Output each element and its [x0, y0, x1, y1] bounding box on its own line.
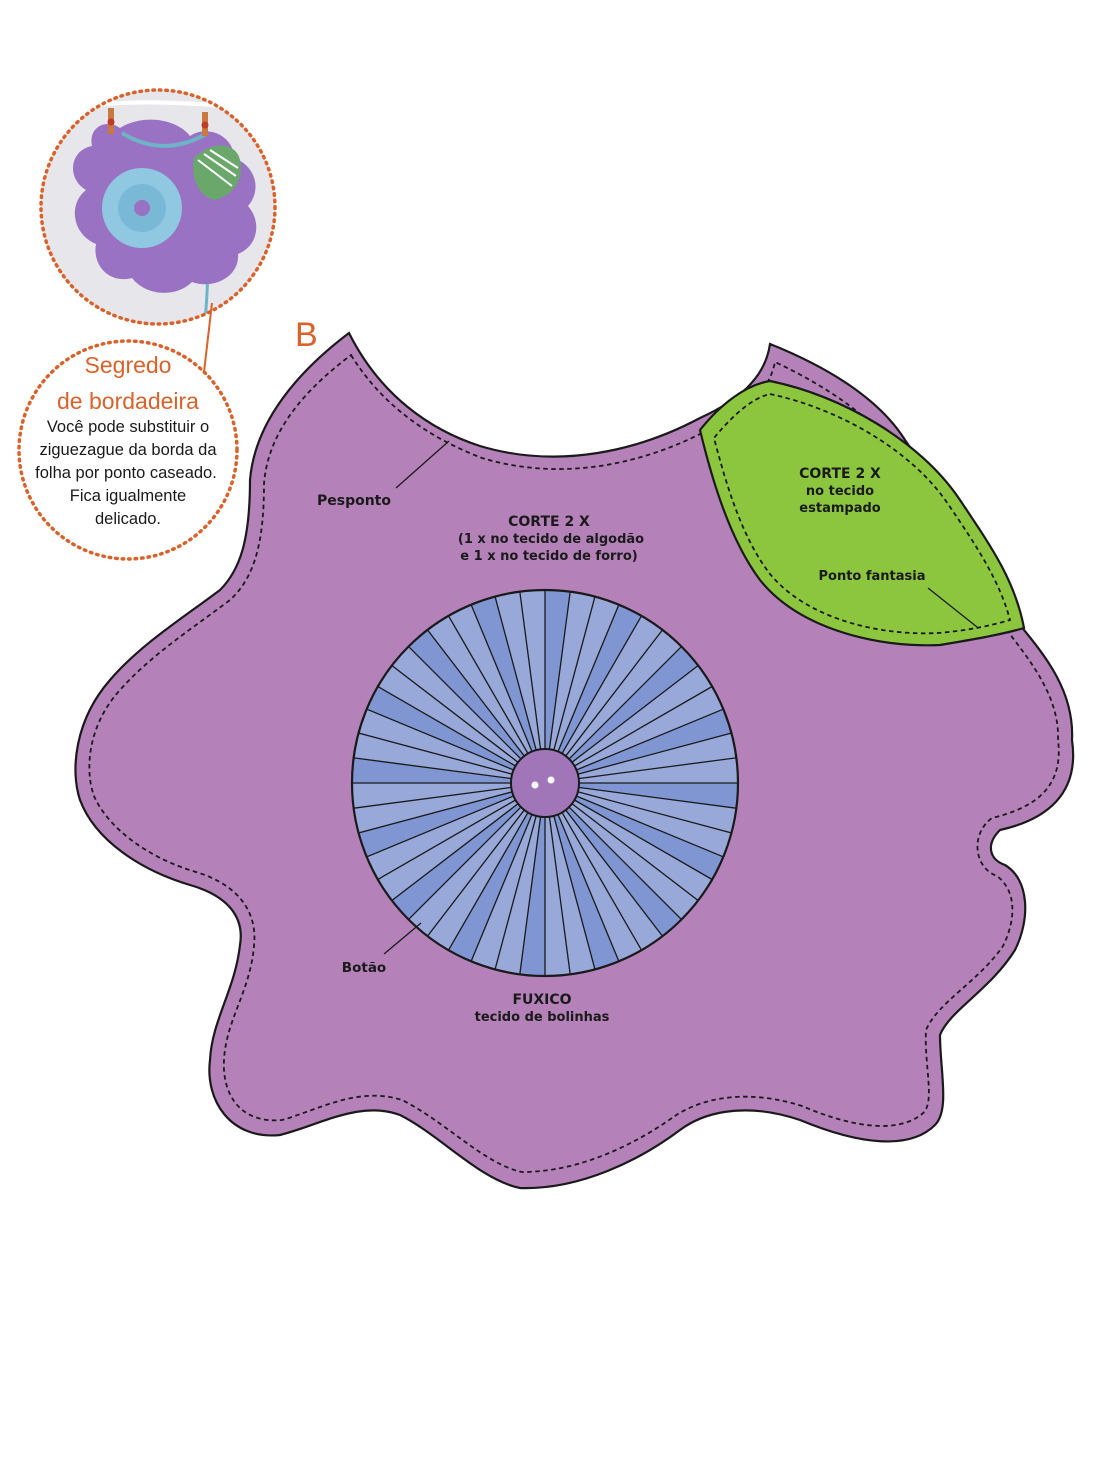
botao-label: Botão [342, 960, 386, 976]
fuxico-fold-line [548, 590, 573, 754]
fuxico-fold-line [517, 590, 542, 754]
fuxico-fold-line [572, 703, 735, 773]
tip-connector [203, 302, 213, 373]
fuxico-fold-line [381, 800, 522, 909]
tip-title-line1: Segredo [85, 352, 172, 378]
bib-cut-label: CORTE 2 X [508, 514, 590, 530]
fuxico-fold-line [570, 679, 723, 769]
fuxico-fold-line [465, 810, 535, 973]
fuxico-fold-line [568, 800, 709, 909]
fuxico-fold-line [552, 590, 599, 755]
fuxico-fold-line [399, 803, 525, 929]
fuxico-fold-line [367, 797, 520, 887]
fuxico-fold-line [465, 593, 535, 756]
pesponto-leader [395, 440, 450, 489]
fuxico-fold-line [574, 755, 738, 780]
fuxico-fold-line [568, 657, 709, 766]
fuxico-fold-line [555, 593, 625, 756]
fuxico-fold-line [352, 790, 517, 837]
fuxico-pleat [466, 590, 538, 756]
fuxico-pleat [556, 593, 648, 758]
tip-body-line: Você pode substituir o [47, 418, 209, 436]
fuxico-fold-line [562, 619, 671, 760]
tip-body-line: ziguezague da borda da [39, 441, 217, 459]
bib-cut-detail-1: (1 x no tecido de algodão [458, 532, 644, 547]
fuxico-fold-line [565, 803, 691, 929]
fuxico-pleat [570, 794, 735, 886]
fuxico-pleat [566, 638, 708, 765]
tip-bubble: Segredo de bordadeira Você pode substitu… [17, 339, 239, 561]
fuxico-fold-line [565, 637, 691, 763]
fuxico-pleat [545, 590, 572, 754]
ponto-fantasia-label: Ponto fantasia [818, 569, 925, 584]
fuxico-fold-line [562, 806, 671, 947]
fuxico-label: FUXICO [512, 992, 571, 1008]
fuxico-fold-line [572, 793, 735, 863]
leaf-cut-label: CORTE 2 X [799, 466, 881, 482]
tip-body-line: folha por ponto caseado. [35, 464, 217, 482]
piece-letter: B [295, 316, 318, 354]
fuxico-pleat [552, 810, 624, 976]
button-icon [510, 748, 580, 818]
fuxico-fold-line [573, 729, 738, 776]
fuxico-fold-line [441, 605, 531, 758]
fuxico-fold-line [419, 806, 528, 947]
fuxico-fold-line [491, 811, 538, 976]
tip-title-line2: de bordadeira [57, 388, 199, 414]
fuxico-fold-line [399, 637, 525, 763]
fuxico-fold-line [559, 808, 649, 961]
fuxico-pleat [400, 620, 527, 762]
tip-body-line: Fica igualmente [70, 487, 186, 505]
leaf-icon [698, 379, 1026, 647]
fuxico-fold-line [355, 703, 518, 773]
fuxico-fold-line [381, 657, 522, 766]
fuxico-pleat [352, 756, 516, 783]
fuxico-pleat [382, 801, 524, 928]
ponto-fantasia-leader [927, 587, 978, 628]
fuxico-fold-line [573, 790, 738, 837]
fuxico-fold-line [352, 729, 517, 776]
fuxico-fold-line [352, 786, 516, 811]
fuxico-fold-line [517, 812, 542, 976]
tip-body-line: delicado. [95, 510, 161, 528]
fuxico-pleat [574, 783, 738, 810]
fuxico-detail: tecido de bolinhas [475, 1010, 610, 1025]
bib-photo-thumbnail [39, 88, 277, 326]
fuxico-fold-line [559, 605, 649, 758]
leaf-cut-detail-2: estampado [799, 501, 880, 516]
fuxico-pleat [572, 704, 738, 776]
fuxico-fold-line [552, 811, 599, 976]
fuxico-fold-line [419, 619, 528, 760]
fuxico-fold-line [491, 590, 538, 755]
fuxico-pleat [563, 804, 690, 946]
botao-leader [383, 922, 422, 955]
fuxico-fold-line [352, 755, 516, 780]
fuxico-fold-line [355, 793, 518, 863]
bib-cut-detail-2: e 1 x no tecido de forro) [460, 549, 637, 564]
fuxico-pleat [355, 680, 520, 772]
fuxico-fold-line [574, 786, 738, 811]
fuxico-fold-line [555, 810, 625, 973]
fuxico-pleat [352, 790, 518, 862]
fuxico-pleat [518, 812, 545, 976]
fuxico-pleat [442, 808, 534, 973]
fuxico-fold-line [367, 679, 520, 769]
leaf-cut-detail-1: no tecido [806, 484, 874, 499]
fuxico-fold-line [441, 808, 531, 961]
fuxico-pleats [352, 590, 738, 976]
fuxico-fold-line [570, 797, 723, 887]
pesponto-label: Pesponto [317, 493, 391, 509]
fuxico-fold-line [548, 812, 573, 976]
